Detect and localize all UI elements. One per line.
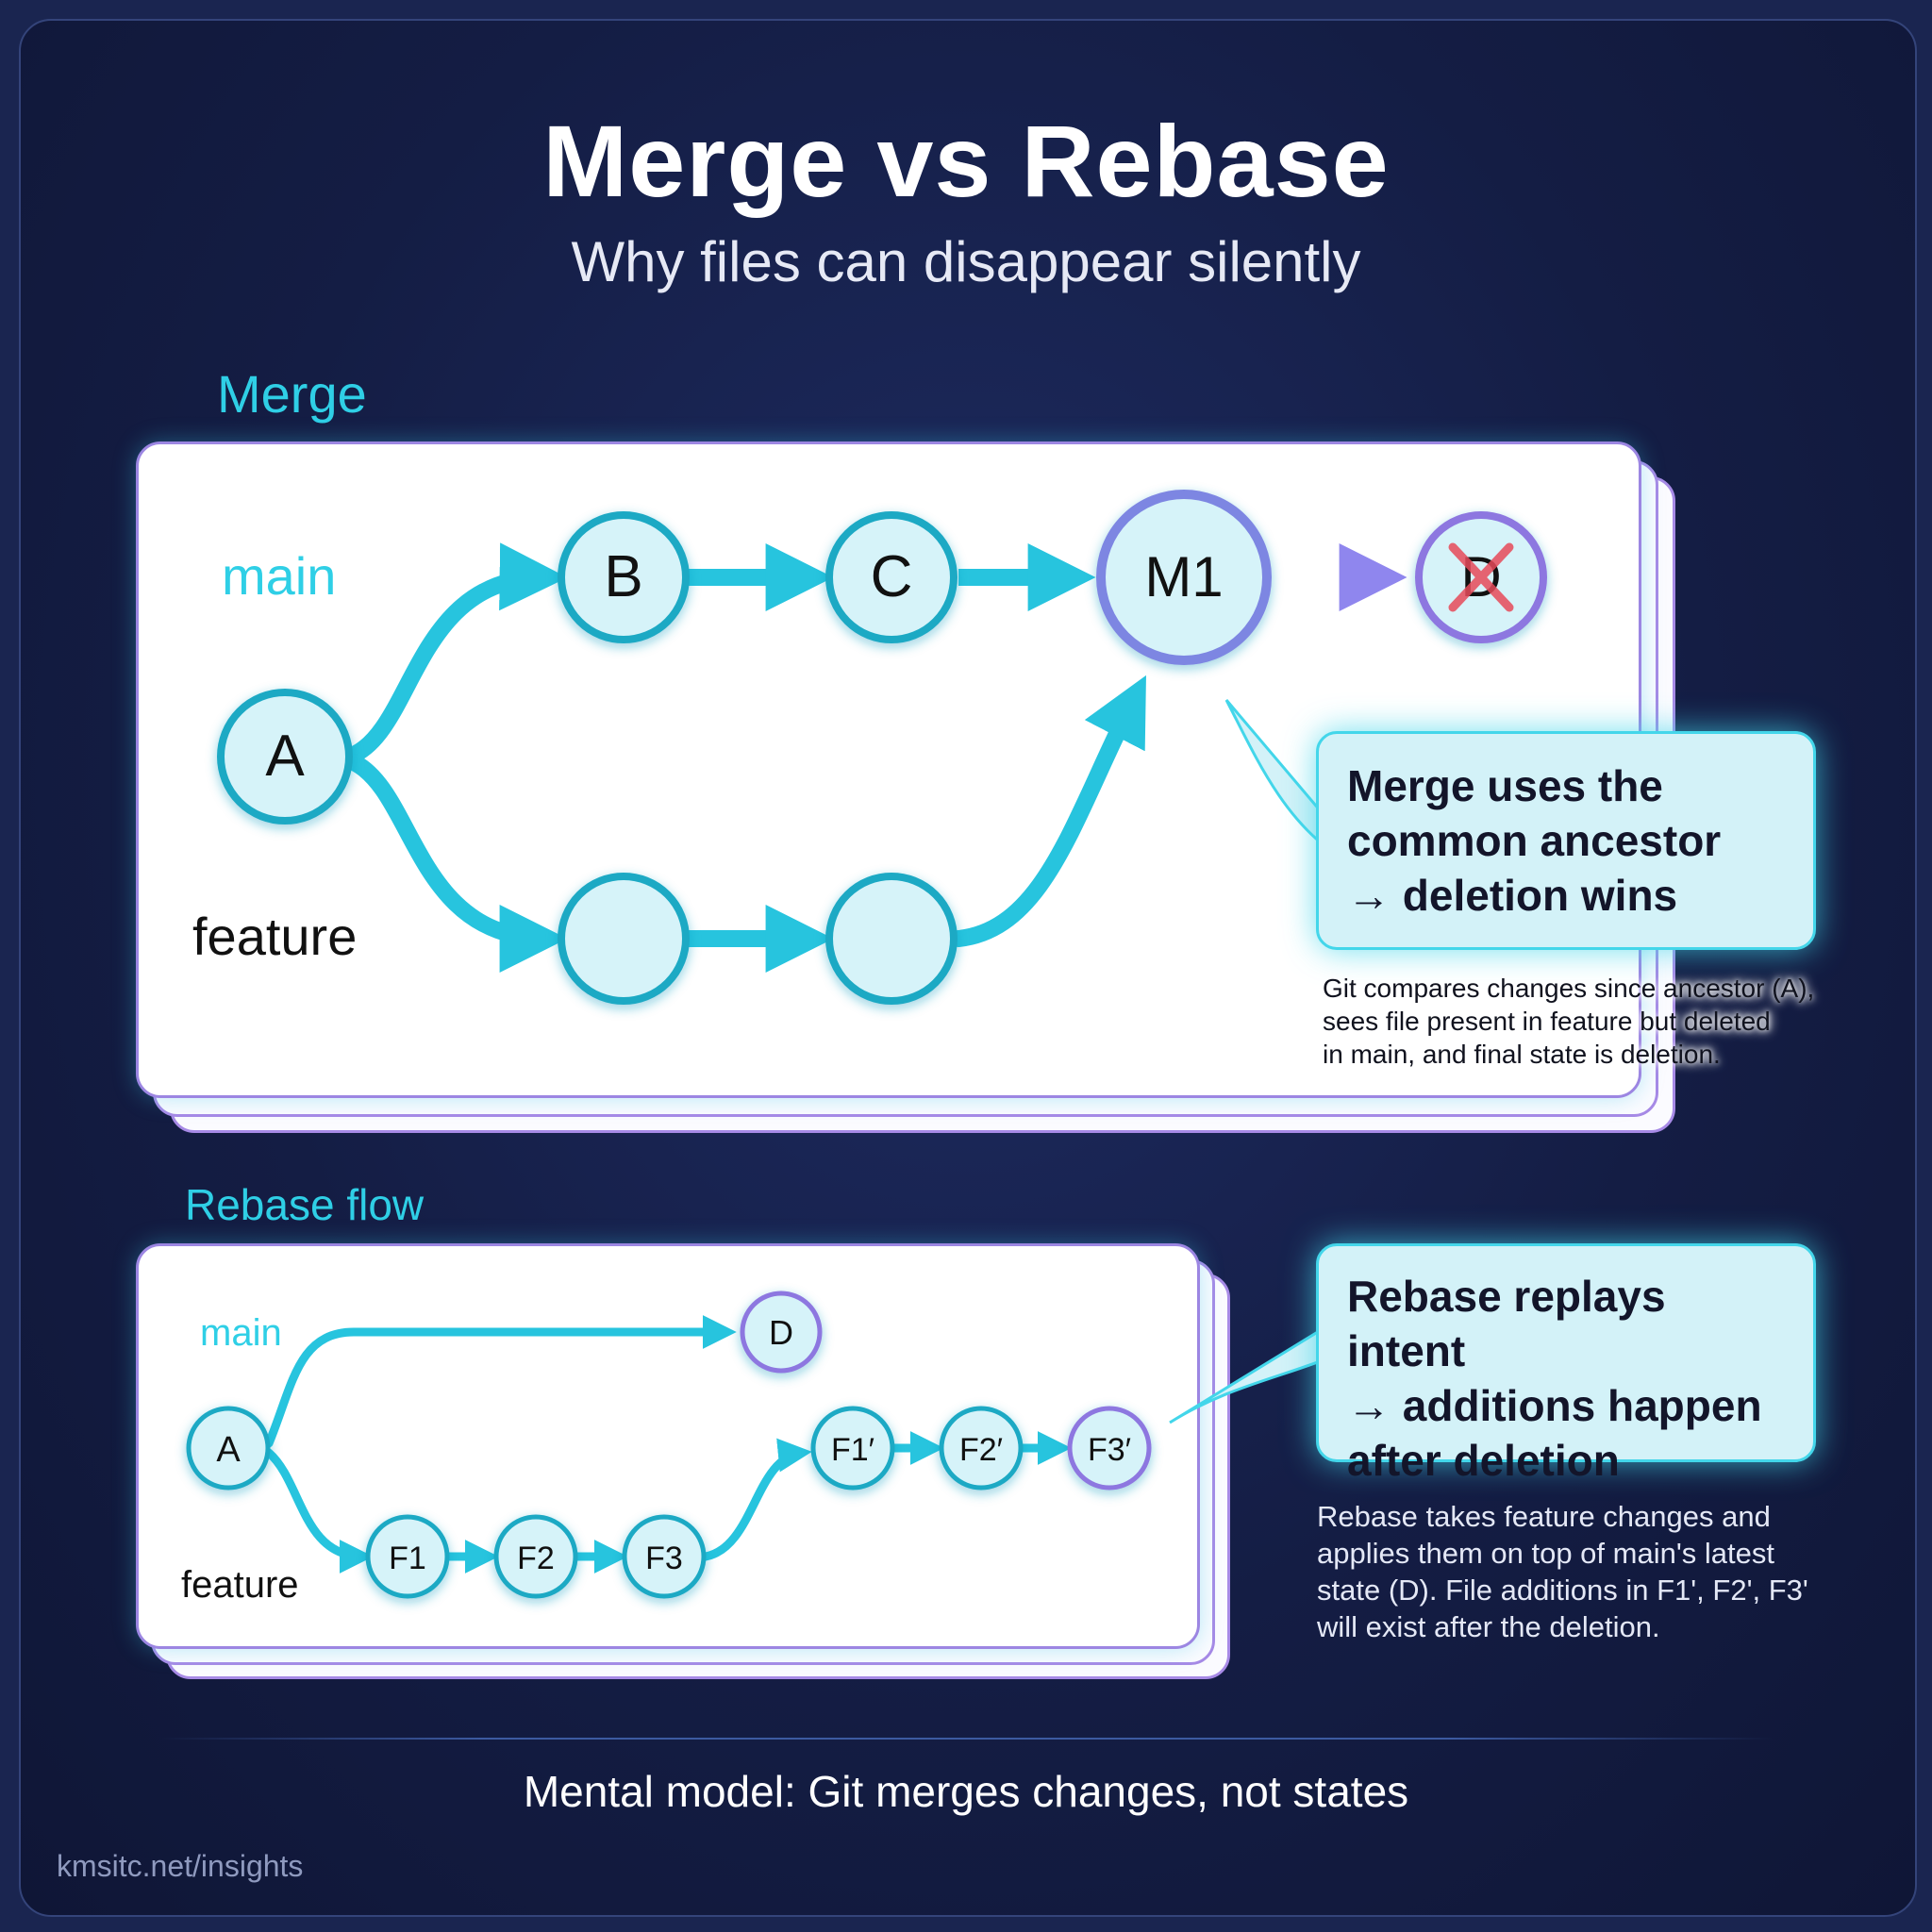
rebase-note-line: Rebase takes feature changes and (1317, 1500, 1771, 1533)
page-title: Merge vs Rebase (542, 104, 1390, 218)
rebase-label-f3: F3 (645, 1541, 683, 1576)
commit-label-b: B (604, 544, 642, 609)
rebase-callout-tail (1169, 1328, 1342, 1424)
commit-label-m1: M1 (1144, 545, 1223, 608)
rebase-node-f3-prime (1067, 1406, 1152, 1491)
merge-branch-label-main: main (222, 546, 336, 606)
merge-callout-line: Merge uses the (1347, 761, 1663, 810)
rebase-graph: A D F1 F2 F3 F1′ F2′ F3′ main feature (181, 1291, 1342, 1606)
merge-graph: A B C M1 D main feature (192, 490, 1547, 1005)
edge-feature2-to-m1 (950, 675, 1146, 947)
footer-divider (160, 1738, 1774, 1740)
rebase-label-a: A (216, 1430, 241, 1470)
merge-branch-label-feature: feature (192, 907, 357, 966)
footer-mental-model: Mental model: Git merges changes, not st… (523, 1767, 1409, 1816)
edge-a-to-b (345, 542, 568, 763)
page-subtitle: Why files can disappear silently (571, 230, 1361, 293)
merge-note-line: Git compares changes since ancestor (A), (1323, 974, 1815, 1003)
rebase-note-line: applies them on top of main's latest (1317, 1537, 1774, 1570)
rebase-explanation-note: Rebase takes feature changes and applies… (1317, 1498, 1845, 1645)
merge-callout-line: → deletion wins (1347, 871, 1678, 920)
rebase-node-f1-prime (810, 1406, 895, 1491)
commit-label-c: C (871, 544, 913, 609)
edge-a-to-feature1 (345, 754, 568, 973)
rebase-callout-line: after deletion (1347, 1436, 1620, 1485)
rebase-section-label: Rebase flow (185, 1180, 425, 1229)
rebase-edge-a-to-f1 (264, 1448, 374, 1574)
commit-node-b (558, 511, 690, 643)
commit-node-feature-2 (825, 873, 958, 1005)
rebase-edge-a-to-d (264, 1315, 737, 1448)
merge-callout: Merge uses the common ancestor → deletio… (1316, 731, 1816, 950)
rebase-node-d (740, 1291, 823, 1374)
rebase-edge-f3-to-f1p (701, 1438, 812, 1561)
commit-node-m1 (1096, 490, 1272, 665)
commit-node-feature-1 (558, 873, 690, 1005)
rebase-node-a (186, 1406, 271, 1491)
rebase-label-d: D (769, 1313, 793, 1352)
rebase-callout-line: → additions happen (1347, 1381, 1762, 1430)
source-url: kmsitc.net/insights (57, 1849, 304, 1883)
rebase-node-f2-prime (939, 1406, 1024, 1491)
rebase-label-f2-prime: F2′ (959, 1432, 1003, 1468)
rebase-callout-line: Rebase replays intent (1347, 1272, 1666, 1375)
rebase-branch-label-main: main (200, 1312, 282, 1354)
rebase-branch-label-feature: feature (181, 1564, 299, 1606)
merge-section-label: Merge (217, 364, 367, 424)
merge-callout-line: common ancestor (1347, 816, 1722, 865)
merge-note-line: sees file present in feature but deleted (1323, 1007, 1771, 1036)
rebase-note-line: will exist after the deletion. (1317, 1610, 1660, 1643)
rebase-note-line: state (D). File additions in F1', F2', F… (1317, 1574, 1808, 1607)
rebase-label-f3-prime: F3′ (1088, 1432, 1131, 1468)
rebase-node-f2 (493, 1514, 578, 1599)
deleted-x-icon (1448, 542, 1514, 612)
commit-label-a: A (265, 724, 305, 789)
rebase-callout: Rebase replays intent → additions happen… (1316, 1243, 1816, 1485)
merge-explanation-note: Git compares changes since ancestor (A),… (1323, 972, 1851, 1071)
rebase-node-f3 (622, 1514, 707, 1599)
rebase-label-f1: F1 (389, 1541, 426, 1576)
commit-node-c (825, 511, 958, 643)
rebase-label-f1-prime: F1′ (831, 1432, 874, 1468)
commit-node-a (217, 689, 353, 824)
rebase-node-f1 (365, 1514, 450, 1599)
merge-note-line: in main, and final state is deletion. (1323, 1040, 1721, 1069)
rebase-label-f2: F2 (517, 1541, 555, 1576)
